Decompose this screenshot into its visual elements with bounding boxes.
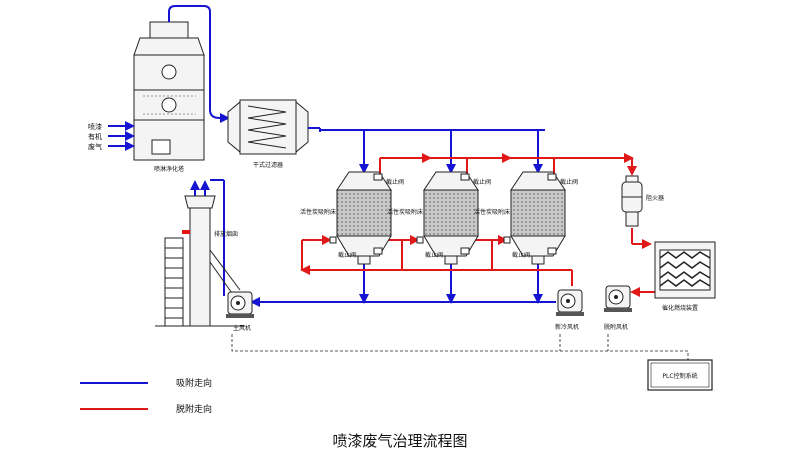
inlet-arrows xyxy=(108,121,135,151)
inlet-label: 喷漆 有机 废气 xyxy=(88,122,102,151)
spray-tower xyxy=(133,21,205,161)
plc-label: PLC控制系统 xyxy=(662,372,697,380)
desorption-fan-label: 脱附风机 xyxy=(604,323,628,331)
dry-filter xyxy=(227,99,309,155)
inlet-label-line-1: 喷漆 xyxy=(88,122,102,131)
carbon-bed-3 xyxy=(503,171,566,265)
carbon-bed-2-label: 活性炭吸附床 xyxy=(387,208,423,216)
tower-to-filter-duct xyxy=(168,5,230,123)
valve-top-1-label: 截止阀 xyxy=(386,178,404,186)
valve-bot-2-label: 截止阀 xyxy=(425,251,443,259)
carbon-bed-2 xyxy=(416,171,479,265)
legend: 吸附走向 脱附走向 xyxy=(80,377,212,415)
cooling-fan-label: 新冷风机 xyxy=(555,323,579,331)
legend-adsorption-label: 吸附走向 xyxy=(176,377,212,389)
chimney-label: 排放烟囱 xyxy=(214,230,238,238)
valve-top-3-label: 截止阀 xyxy=(560,178,578,186)
diagram-title: 喷漆废气治理流程图 xyxy=(332,432,467,450)
plc-control-system xyxy=(647,359,713,391)
main-fan-label: 主风机 xyxy=(233,324,251,332)
carbon-bed-1-label: 活性炭吸附床 xyxy=(300,208,336,216)
adsorption-piping xyxy=(190,127,556,307)
chimney xyxy=(155,195,245,327)
valve-bot-1-label: 截止阀 xyxy=(338,251,356,259)
desorption-piping xyxy=(300,153,655,297)
flame-arrester-label: 阻火器 xyxy=(646,194,664,202)
main-fan xyxy=(226,291,254,318)
desorption-fan xyxy=(604,285,632,312)
legend-desorption-label: 脱附走向 xyxy=(176,403,212,415)
flame-arrester xyxy=(621,175,643,227)
control-wiring xyxy=(231,334,689,360)
valve-bot-3-label: 截止阀 xyxy=(512,251,530,259)
catalytic-unit-label: 催化燃烧装置 xyxy=(662,304,698,312)
dry-filter-label: 干式过滤器 xyxy=(253,161,283,169)
carbon-bed-3-label: 活性炭吸附床 xyxy=(474,208,510,216)
carbon-bed-1 xyxy=(329,171,392,265)
spray-tower-label: 喷淋净化塔 xyxy=(154,165,184,173)
inlet-label-line-3: 废气 xyxy=(88,142,102,151)
inlet-label-line-2: 有机 xyxy=(88,132,102,141)
catalytic-combustion-unit xyxy=(654,241,716,299)
cooling-fan xyxy=(556,289,584,316)
valve-top-2-label: 截止阀 xyxy=(473,178,491,186)
